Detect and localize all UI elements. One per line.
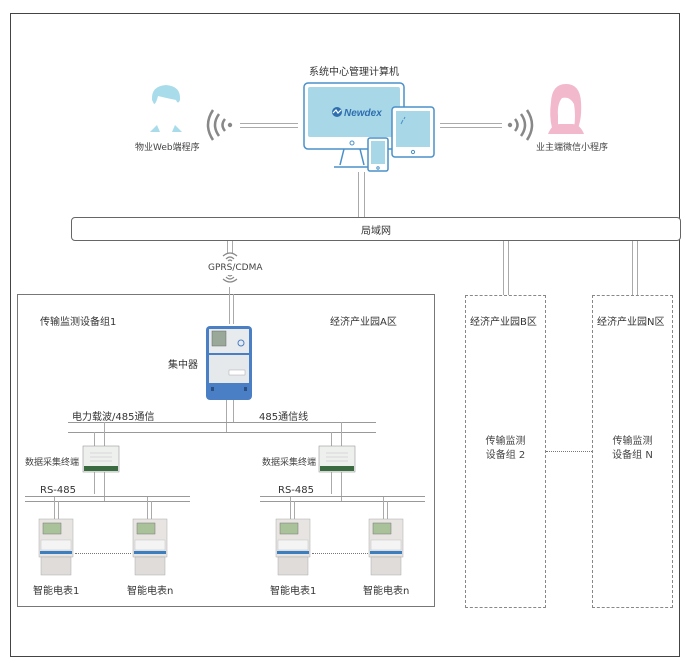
signal-down-icon: [222, 275, 238, 283]
meter-label: 智能电表1: [33, 586, 80, 597]
connector-line: [440, 127, 502, 128]
owner-wechat-label: 业主端微信小程序: [536, 143, 609, 153]
data-terminal-device-icon: [318, 445, 356, 473]
center-title: 系统中心管理计算机: [309, 67, 399, 78]
smart-meter-device-icon: [368, 518, 404, 576]
zone-a-group-label: 传输监测设备组1: [40, 317, 117, 328]
data-terminal-device-icon: [82, 445, 120, 473]
connector-line: [227, 241, 228, 253]
connector-line: [290, 497, 291, 519]
connector-line: [240, 123, 298, 124]
connector-line: [508, 241, 509, 295]
zone-b-box: [465, 295, 546, 608]
meter-label: 智能电表n: [363, 586, 410, 597]
lan-bar: 局域网: [71, 217, 681, 241]
wireless-signal-icon: [206, 109, 233, 141]
bus-line: [68, 422, 376, 423]
connector-line: [632, 241, 633, 295]
zone-b-group-line1: 传输监测: [485, 436, 526, 447]
terminal-1-label: 数据采集终端: [25, 458, 80, 468]
brand-text: Newdex: [344, 108, 382, 119]
rs485-bus-line: [25, 501, 190, 502]
connector-line: [383, 497, 384, 519]
bus-right-label: 485通信线: [259, 412, 309, 423]
zone-n-group-line1: 传输监测: [612, 436, 653, 447]
concentrator-label: 集中器: [168, 360, 198, 371]
meter-label: 智能电表n: [127, 586, 174, 597]
zone-a-label: 经济产业园A区: [330, 317, 397, 328]
connector-line: [233, 294, 234, 324]
rs485-bus-line: [25, 496, 190, 497]
zone-n-group-label: 传输监测 设备组 N: [592, 435, 673, 463]
rs485-bus-line: [260, 501, 425, 502]
zone-ellipsis-line: [546, 451, 592, 452]
connector-line: [147, 497, 148, 519]
smart-meter-device-icon: [275, 518, 311, 576]
connector-line: [54, 497, 55, 519]
lan-label: 局域网: [361, 225, 391, 237]
zone-b-label: 经济产业园B区: [470, 317, 537, 328]
signal-up-icon: [222, 252, 238, 262]
property-web-label: 物业Web端程序: [135, 143, 200, 153]
connector-line: [358, 172, 359, 218]
connector-line: [151, 501, 152, 519]
wireless-signal-icon: [507, 109, 534, 141]
rs485-label-2: RS-485: [278, 485, 314, 496]
zone-b-group-line2: 设备组 2: [485, 450, 526, 461]
connector-line: [387, 501, 388, 519]
connector-line: [229, 294, 230, 324]
rs485-label-1: RS-485: [40, 485, 76, 496]
female-user-avatar-icon: [548, 84, 584, 134]
connector-line: [294, 501, 295, 519]
concentrator-device-icon: [206, 326, 252, 400]
meter-ellipsis-line: [75, 553, 131, 554]
smart-meter-device-icon: [132, 518, 168, 576]
connector-line: [440, 123, 502, 124]
male-user-avatar-icon: [150, 85, 182, 132]
meter-label: 智能电表1: [270, 586, 317, 597]
connector-line: [226, 400, 227, 432]
zone-b-group-label: 传输监测 设备组 2: [465, 435, 546, 463]
bus-left-label: 电力载波/485通信: [72, 412, 155, 423]
gprs-label: GPRS/CDMA: [208, 263, 263, 273]
connector-line: [240, 127, 298, 128]
zone-n-label: 经济产业园N区: [597, 317, 665, 328]
zone-a-box: [17, 294, 435, 607]
meter-ellipsis-line: [312, 553, 368, 554]
smart-meter-device-icon: [38, 518, 74, 576]
zone-n-group-line2: 设备组 N: [612, 450, 653, 461]
connector-line: [637, 241, 638, 295]
connector-line: [233, 400, 234, 422]
connector-line: [232, 241, 233, 253]
computer-devices-icon: Newdex: [303, 82, 435, 172]
connector-line: [503, 241, 504, 295]
connector-line: [229, 287, 230, 295]
bus-line: [68, 432, 376, 433]
rs485-bus-line: [260, 496, 425, 497]
terminal-2-label: 数据采集终端: [262, 458, 317, 468]
diagram-frame: [10, 13, 680, 657]
connector-line: [58, 501, 59, 519]
connector-line: [364, 172, 365, 218]
zone-n-box: [592, 295, 673, 608]
